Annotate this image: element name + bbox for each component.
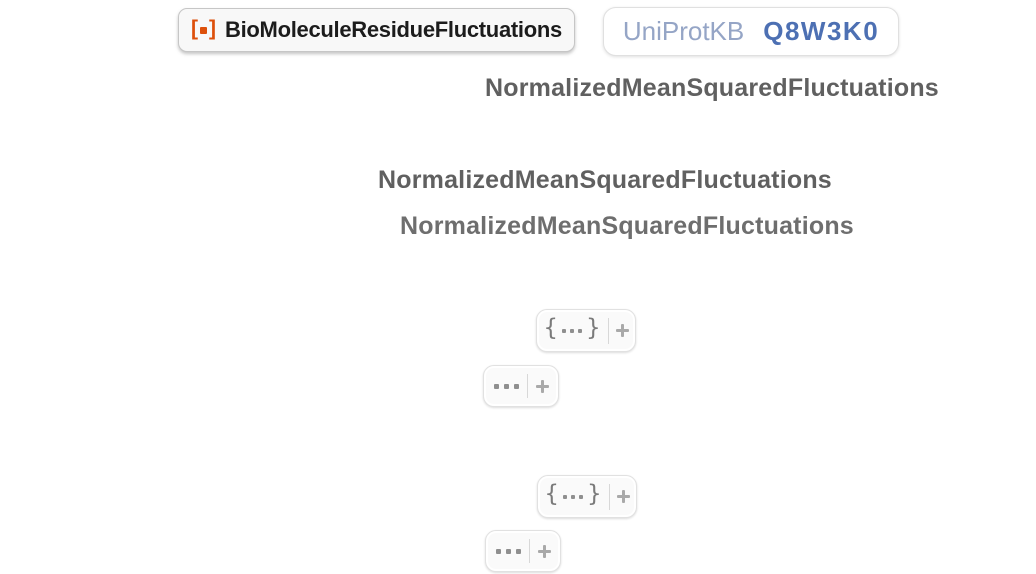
property-string-3: NormalizedMeanSquaredFluctuations <box>400 212 854 240</box>
icon-open-bracket: [ <box>191 17 198 40</box>
icon-close-bracket: ] <box>209 17 216 40</box>
plus-icon[interactable] <box>535 379 549 393</box>
close-brace: } <box>587 481 602 507</box>
plus-icon[interactable] <box>616 490 630 503</box>
plus-icon[interactable] <box>615 324 629 337</box>
divider <box>608 483 610 510</box>
entity-id-label: Q8W3K0 <box>763 16 880 46</box>
elided-expression-box-2[interactable] <box>485 530 561 572</box>
open-brace: { <box>544 481 559 507</box>
ellipsis-icon <box>495 548 521 554</box>
property-string-2: NormalizedMeanSquaredFluctuations <box>378 166 832 194</box>
elided-expression-box-1[interactable] <box>483 365 559 407</box>
elided-list-box-1[interactable]: { } <box>536 309 636 352</box>
resource-function-label: BioMoleculeResidueFluctuations <box>225 17 562 42</box>
divider <box>607 317 609 344</box>
entity-type-label: UniProtKB <box>622 16 745 46</box>
ellipsis-icon <box>563 494 583 499</box>
resource-function-icon: [ ] <box>191 18 216 42</box>
elided-list-box-2[interactable]: { } <box>537 475 637 518</box>
entity-uniprotkb-blob[interactable]: UniProtKB Q8W3K0 <box>603 7 899 56</box>
property-string-1: NormalizedMeanSquaredFluctuations <box>485 74 939 102</box>
plus-icon[interactable] <box>537 544 551 558</box>
divider <box>526 374 528 398</box>
close-brace: } <box>586 315 601 341</box>
divider <box>528 539 530 563</box>
ellipsis-icon <box>493 383 519 389</box>
ellipsis-icon <box>562 328 582 333</box>
resource-function-button[interactable]: [ ] BioMoleculeResidueFluctuations <box>178 8 575 52</box>
icon-square <box>200 26 207 34</box>
open-brace: { <box>543 315 558 341</box>
